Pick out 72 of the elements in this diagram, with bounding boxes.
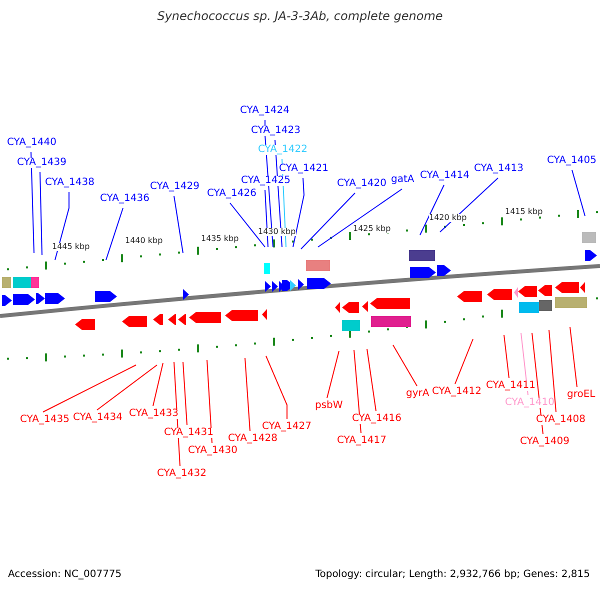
leader-line bbox=[30, 152, 34, 254]
scale-label: 1445 kbp bbox=[52, 243, 90, 251]
gene-label: CYA_1425 bbox=[241, 176, 290, 186]
leader-line bbox=[152, 362, 164, 406]
leader-line bbox=[230, 202, 266, 248]
gene-label: CYA_1416 bbox=[352, 414, 402, 424]
leader-line bbox=[264, 190, 268, 248]
leader-line bbox=[548, 330, 556, 412]
leader-line bbox=[440, 178, 498, 232]
scale-label: 1430 kbp bbox=[258, 228, 296, 236]
leader-line bbox=[504, 334, 510, 378]
leader-line bbox=[570, 326, 578, 388]
scale-label: 1435 kbp bbox=[201, 235, 239, 243]
gene-label: CYA_1413 bbox=[474, 164, 524, 174]
leader-line bbox=[572, 170, 586, 216]
gene-label: CYA_1422 bbox=[258, 145, 308, 155]
footer-text: Topology: circular; Length: 2,932,766 bp; Genes: 2,815 bbox=[315, 570, 590, 580]
leader-line bbox=[392, 344, 418, 386]
leader-line bbox=[182, 362, 188, 426]
gene-label: CYA_1427 bbox=[262, 422, 312, 432]
gene-label: gyrA bbox=[406, 389, 430, 399]
gene-label: CYA_1424 bbox=[240, 106, 290, 116]
leader-line bbox=[106, 208, 124, 260]
leader-line bbox=[366, 348, 376, 412]
leader-line bbox=[420, 184, 444, 236]
leader-line bbox=[174, 196, 184, 254]
gene-label: psbW bbox=[315, 401, 343, 411]
leader-line bbox=[300, 192, 356, 250]
leader-line bbox=[40, 172, 42, 256]
scale-label: 1415 kbp bbox=[505, 208, 543, 216]
leader-line bbox=[326, 350, 340, 398]
gene-label: CYA_1410 bbox=[505, 398, 554, 408]
gene-label: CYA_1429 bbox=[150, 182, 200, 192]
leader-line bbox=[42, 364, 136, 412]
gene-label: CYA_1423 bbox=[251, 126, 300, 136]
gene-label: CYA_1412 bbox=[432, 387, 482, 397]
gene-label: CYA_1438 bbox=[45, 178, 94, 188]
gene-label: gatA bbox=[391, 175, 414, 185]
gene-label: CYA_1414 bbox=[420, 171, 470, 181]
leader-line bbox=[266, 356, 288, 420]
leader-line bbox=[292, 178, 304, 248]
footer-text: Accession: NC_007775 bbox=[8, 570, 122, 580]
gene-label: CYA_1428 bbox=[228, 434, 278, 444]
gene-label: CYA_1417 bbox=[337, 436, 386, 446]
gene-label: CYA_1420 bbox=[337, 179, 386, 189]
gene-label: CYA_1435 bbox=[20, 415, 70, 425]
title: Synechococcus sp. JA-3-3Ab, complete genome bbox=[156, 10, 444, 22]
gene-label: CYA_1426 bbox=[207, 189, 256, 199]
leader-line bbox=[318, 188, 402, 248]
scale-label: 1420 kbp bbox=[429, 214, 467, 222]
scale-label: 1425 kbp bbox=[353, 225, 391, 233]
leader-line bbox=[454, 338, 474, 384]
gene-label: CYA_1434 bbox=[73, 413, 122, 423]
gene-label: CYA_1436 bbox=[100, 194, 150, 204]
gene-label: CYA_1411 bbox=[486, 381, 536, 391]
gene-label: CYA_1408 bbox=[536, 415, 586, 425]
leader-line bbox=[354, 350, 362, 434]
leader-line bbox=[206, 360, 212, 444]
leader-line bbox=[54, 192, 70, 260]
leader-line bbox=[96, 364, 158, 410]
gene-label: CYA_1421 bbox=[279, 164, 328, 174]
gene-label: CYA_1430 bbox=[188, 446, 238, 456]
gene-label: CYA_1409 bbox=[520, 437, 570, 447]
gene-label: CYA_1405 bbox=[547, 156, 596, 166]
gene-label: CYA_1432 bbox=[157, 469, 206, 479]
gene-label: CYA_1431 bbox=[164, 428, 214, 438]
leader-line bbox=[244, 358, 250, 432]
gene-label: CYA_1440 bbox=[7, 138, 56, 148]
gene-label: CYA_1433 bbox=[129, 409, 178, 419]
gene-label: CYA_1439 bbox=[17, 158, 66, 168]
gene-label: groEL bbox=[567, 390, 596, 400]
scale-label: 1440 kbp bbox=[125, 237, 163, 245]
